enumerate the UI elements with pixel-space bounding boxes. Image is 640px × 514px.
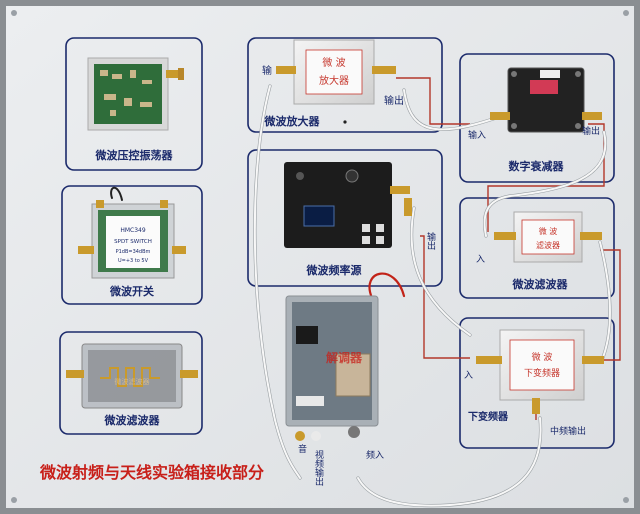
module-label-synth: 微波频率源 — [306, 263, 362, 277]
bpf-right-cover-text: 微 波 — [539, 226, 558, 236]
power-wire — [368, 272, 406, 300]
module-box-synth — [247, 149, 443, 287]
module-box-bpf-right — [459, 197, 615, 299]
signal-trace — [600, 249, 621, 361]
coax-cable — [483, 131, 607, 237]
module-box-amplifier — [247, 37, 443, 133]
switch-chip-line: U=+3 to 5V — [118, 258, 149, 264]
module-box-bpf-left — [59, 331, 203, 435]
vco-module — [87, 57, 184, 131]
module-label-attenuator: 数字衰减器 — [509, 159, 565, 173]
module-label-downconv: 下变频器 — [468, 410, 509, 423]
amplifier-port-out: 输出 — [384, 94, 404, 107]
module-box-downconv — [459, 317, 615, 449]
switch-module — [78, 200, 186, 279]
screw — [623, 497, 629, 503]
screw — [343, 120, 347, 124]
coax-cable — [403, 89, 497, 131]
demod-module — [285, 295, 379, 441]
demod-port-video: 视频输出 — [313, 449, 324, 487]
switch-chip-line: HMC349 — [120, 227, 146, 234]
module-label-bpf-right: 微波滤波器 — [512, 277, 569, 291]
signal-trace — [396, 77, 470, 125]
coax-cable — [410, 207, 471, 336]
signal-trace — [420, 235, 470, 359]
demod-port-audio: 音 — [298, 443, 307, 455]
downconv-cover-text: 微 波 — [532, 351, 553, 363]
module-box-vco — [65, 37, 203, 171]
signal-trace — [487, 123, 605, 232]
module-label-demod: 解调器 — [326, 350, 363, 365]
bpf-right-cover-text: 滤波器 — [536, 240, 560, 250]
screw — [11, 10, 17, 16]
downconv-port-in: 入 — [464, 370, 473, 381]
demod-port-in: 频入 — [366, 449, 384, 461]
bpf-left-module — [66, 343, 198, 409]
module-box-attenuator — [459, 53, 615, 183]
amplifier-port-in: 输 — [262, 64, 272, 77]
synth-module — [284, 162, 412, 248]
synth-port-out: 输出 — [425, 231, 436, 251]
bpf-right-module — [494, 211, 602, 263]
module-label-amplifier: 微波放大器 — [264, 114, 321, 128]
downconv-cover-text: 下变频器 — [524, 367, 560, 379]
downconv-module — [476, 329, 604, 414]
downconv-port-if: 中频输出 — [550, 425, 586, 437]
module-box-switch — [61, 185, 203, 305]
attenuator-port-in: 输入 — [468, 129, 486, 141]
coax-cable — [357, 417, 542, 507]
module-label-bpf-left: 微波滤波器 — [104, 413, 161, 427]
module-label-vco: 微波压控振荡器 — [95, 148, 174, 162]
switch-chip-line: P1dB=34dBm — [116, 249, 151, 255]
switch-chip-line: SPDT SWITCH — [114, 239, 152, 245]
attenuator-port-out: 输出 — [582, 125, 600, 137]
coax-cable — [253, 85, 301, 479]
attenuator-module — [490, 67, 602, 133]
power-wire — [110, 186, 123, 201]
coax-cable — [599, 241, 611, 361]
amplifier-module — [276, 39, 396, 105]
screw — [11, 497, 17, 503]
panel-title: 微波射频与天线实验箱接收部分 — [39, 463, 264, 482]
bpf-left-pcb-text: 微波滤波器 — [115, 377, 150, 386]
screw — [623, 10, 629, 16]
amplifier-cover-text: 放大器 — [319, 74, 349, 87]
amplifier-cover-text: 微 波 — [322, 56, 345, 69]
module-label-switch: 微波开关 — [109, 284, 154, 298]
bpf-right-port-in: 入 — [476, 254, 485, 265]
